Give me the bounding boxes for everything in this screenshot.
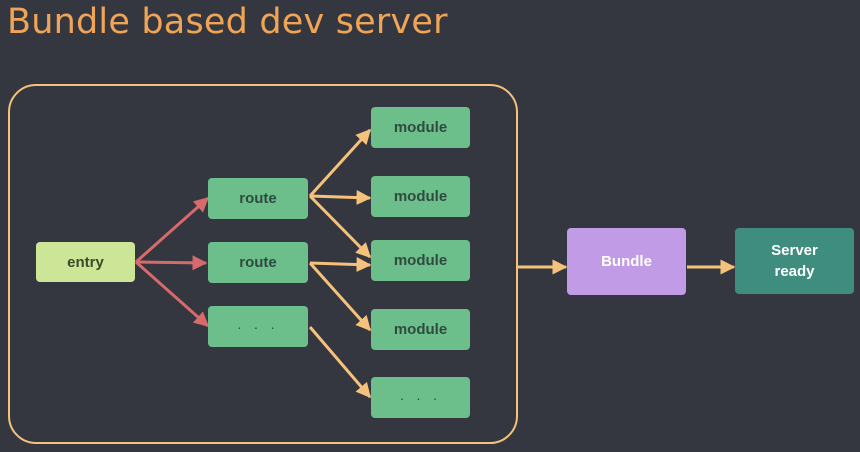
arrow-entry-route-1 bbox=[135, 196, 210, 264]
route-node-2: route bbox=[208, 242, 308, 283]
bundle-group-frame bbox=[8, 84, 518, 444]
arrow-route-1-module-1 bbox=[308, 128, 372, 198]
server-ready-node: Server ready bbox=[735, 228, 854, 294]
module-node-1: module bbox=[371, 107, 470, 148]
module-node-more: · · · bbox=[371, 377, 470, 418]
module-node-3: module bbox=[371, 240, 470, 281]
route-node-more: · · · bbox=[208, 306, 308, 347]
arrow-entry-route-2 bbox=[135, 255, 208, 271]
arrow-route-more-module-more bbox=[308, 326, 372, 399]
arrow-route-2-module-4 bbox=[308, 261, 372, 332]
bundle-node: Bundle bbox=[567, 228, 686, 295]
arrow-entry-route-more bbox=[135, 260, 210, 328]
route-node-1: route bbox=[208, 178, 308, 219]
arrow-route-2-module-3 bbox=[309, 257, 372, 273]
entry-node: entry bbox=[36, 242, 135, 282]
module-node-4: module bbox=[371, 309, 470, 350]
arrow-route-1-module-2 bbox=[309, 190, 372, 206]
page-title: Bundle based dev server bbox=[7, 2, 448, 42]
arrow-route-1-module-3 bbox=[308, 194, 372, 259]
module-node-2: module bbox=[371, 176, 470, 217]
